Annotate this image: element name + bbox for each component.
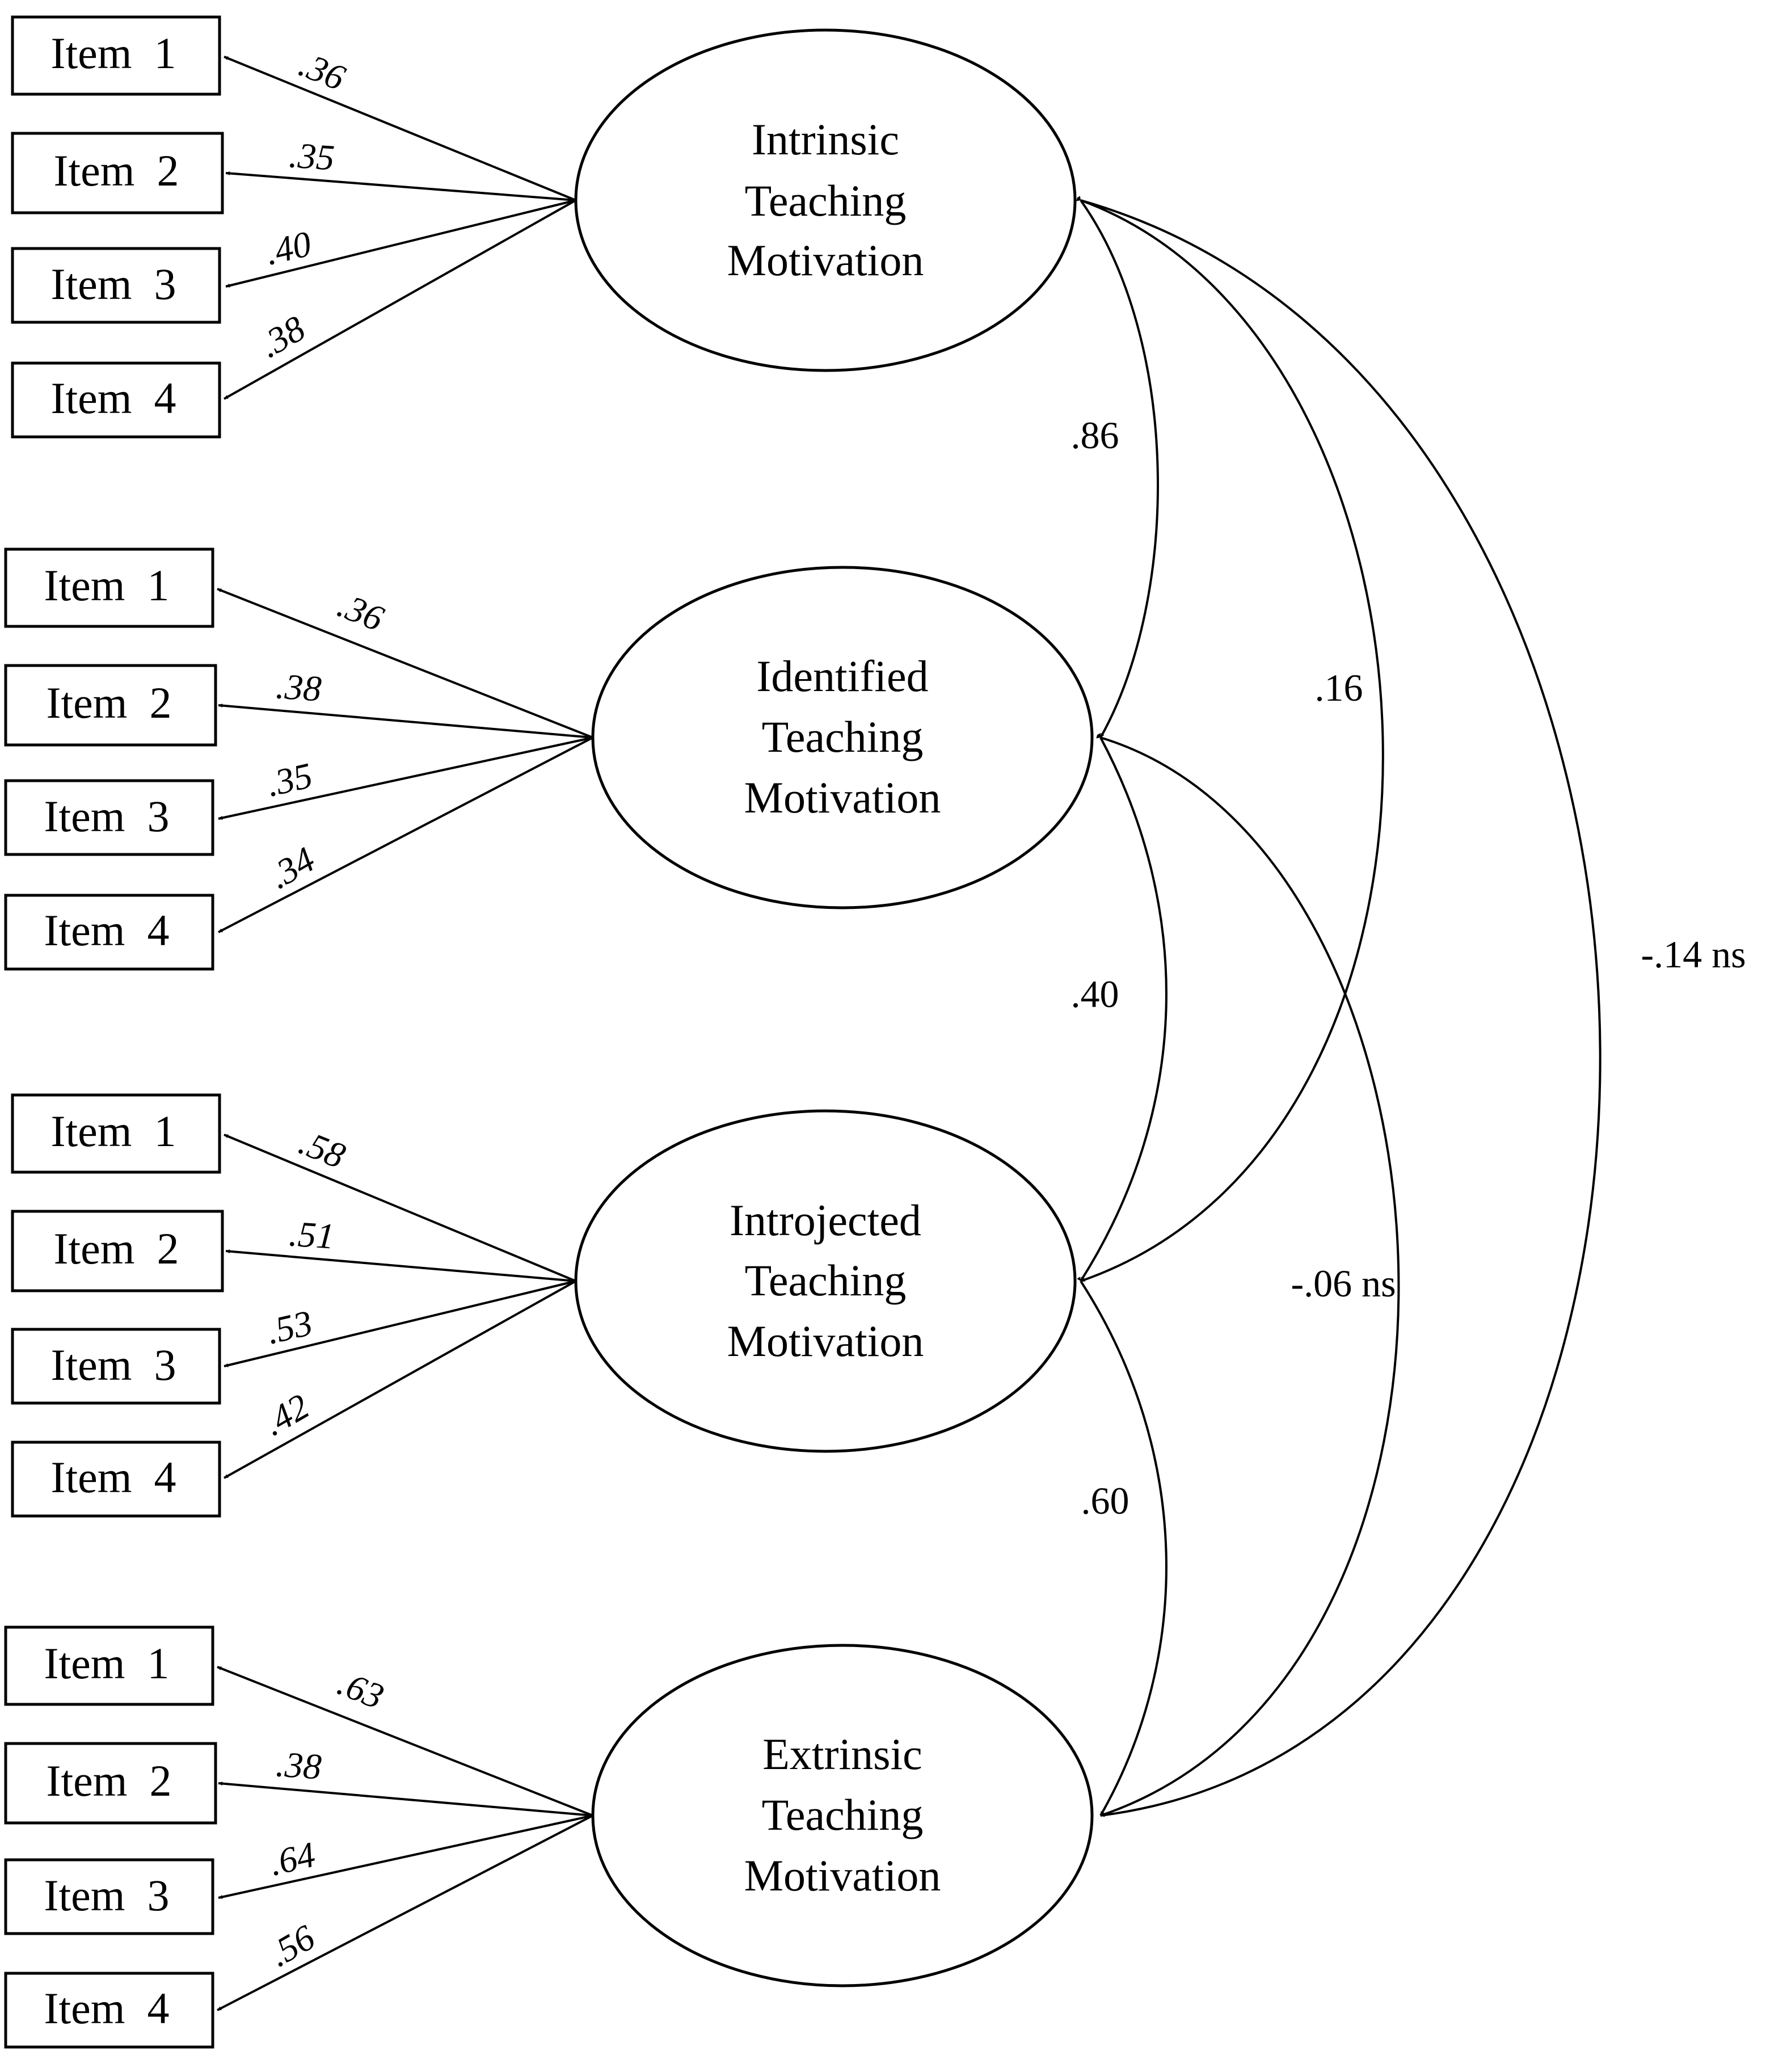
factor-ellipse xyxy=(574,28,1077,372)
loading-label: .34 xyxy=(262,839,322,896)
item-label: Item 2 xyxy=(54,146,179,195)
item-label: Item 2 xyxy=(47,1756,172,1805)
loading-label: .42 xyxy=(256,1386,316,1443)
correlation-curve-intrinsic-identified xyxy=(1077,196,1159,738)
factor-ellipse xyxy=(574,1109,1077,1453)
item-label: Item 3 xyxy=(44,1871,170,1920)
item-label: Item 1 xyxy=(51,1106,176,1156)
item-box-1 xyxy=(11,1093,221,1174)
loading-arrow-item-2 xyxy=(218,704,593,739)
factor-label-line: Motivation xyxy=(744,1851,941,1900)
factor-label-line: Introjected xyxy=(730,1195,921,1245)
loading-arrows xyxy=(224,56,576,400)
item-box-3 xyxy=(4,779,214,856)
item-box-1 xyxy=(11,15,221,96)
factor-label-line: Motivation xyxy=(744,773,941,822)
loading-arrow-item-4 xyxy=(224,199,576,400)
item-label: Item 3 xyxy=(44,791,170,841)
loading-arrow-item-1 xyxy=(217,1666,593,1817)
factor-group-extrinsic: Item 1 Item 2 Item 3 Item 4 .63 .38 .64 … xyxy=(4,1625,1094,2049)
loading-arrows xyxy=(224,1134,576,1479)
item-box-4 xyxy=(11,361,221,439)
item-box-3 xyxy=(11,1328,221,1405)
correlation-label: .16 xyxy=(1315,666,1363,709)
item-label: Item 2 xyxy=(54,1224,179,1273)
correlation-label: .60 xyxy=(1081,1479,1129,1522)
loading-arrow-item-4 xyxy=(218,736,593,933)
item-box-2 xyxy=(4,664,217,747)
factor-group-intrinsic: Item 1 Item 2 Item 3 Item 4 .36 .35 .40 … xyxy=(11,15,1077,439)
correlation-curve-intrinsic-introjected xyxy=(1076,197,1384,1282)
item-box-4 xyxy=(11,1441,221,1518)
item-box-4 xyxy=(4,894,214,971)
loading-arrow-item-1 xyxy=(224,56,576,201)
item-label: Item 1 xyxy=(44,1639,170,1688)
item-box-1 xyxy=(4,548,214,628)
factor-label-line: Intrinsic xyxy=(752,115,899,164)
item-label: Item 1 xyxy=(44,561,170,610)
loading-label: .38 xyxy=(252,308,312,365)
loading-label: .35 xyxy=(263,755,316,804)
loading-label: .51 xyxy=(288,1213,336,1256)
factor-group-identified: Item 1 Item 2 Item 3 Item 4 .36 .38 .35 … xyxy=(4,548,1094,971)
loading-arrows xyxy=(217,588,593,933)
factor-label-line: Teaching xyxy=(745,176,907,225)
factor-label-line: Teaching xyxy=(762,1790,924,1839)
loading-arrow-item-3 xyxy=(225,199,576,288)
factor-label-line: Teaching xyxy=(762,712,924,761)
item-box-2 xyxy=(11,132,224,214)
correlation-label: -.14 ns xyxy=(1641,933,1746,976)
item-box-3 xyxy=(11,247,221,324)
item-box-1 xyxy=(4,1625,214,1706)
loading-label: .64 xyxy=(265,1834,319,1883)
correlation-curve-identified-extrinsic xyxy=(1096,734,1400,1817)
factor-group-introjected: Item 1 Item 2 Item 3 Item 4 .58 .51 .53 … xyxy=(11,1093,1077,1518)
correlation-label: .86 xyxy=(1071,414,1119,457)
factor-label-line: Motivation xyxy=(727,235,924,285)
correlation-label: .40 xyxy=(1071,972,1119,1016)
factor-label-line: Teaching xyxy=(745,1256,907,1305)
correlation-curve-introjected-extrinsic xyxy=(1077,1277,1168,1816)
item-box-2 xyxy=(11,1210,224,1292)
loading-arrow-item-4 xyxy=(217,1814,593,2011)
factor-label-line: Motivation xyxy=(727,1316,924,1366)
factor-label-line: Identified xyxy=(756,651,928,701)
loading-label: .36 xyxy=(332,584,390,639)
correlation-curve-identified-introjected xyxy=(1080,733,1168,1282)
item-label: Item 4 xyxy=(44,906,170,955)
item-box-2 xyxy=(4,1742,217,1825)
item-label: Item 3 xyxy=(51,259,176,309)
loading-arrow-item-1 xyxy=(217,588,593,739)
loading-label: .40 xyxy=(262,223,315,272)
loading-arrow-item-3 xyxy=(218,1814,593,1899)
loading-arrow-item-4 xyxy=(224,1280,576,1479)
loading-arrow-item-2 xyxy=(225,1249,576,1282)
loading-label: .63 xyxy=(332,1662,390,1717)
loading-label: .38 xyxy=(275,666,323,709)
loading-label: .56 xyxy=(262,1917,322,1974)
correlation-label: -.06 ns xyxy=(1291,1262,1396,1305)
item-box-3 xyxy=(4,1858,214,1935)
item-label: Item 2 xyxy=(47,678,172,727)
item-label: Item 4 xyxy=(51,1452,176,1502)
loading-arrow-item-3 xyxy=(218,736,593,820)
loading-arrows xyxy=(217,1666,593,2011)
loading-label: .38 xyxy=(275,1743,323,1787)
loading-arrow-item-3 xyxy=(224,1280,576,1367)
factor-label-line: Extrinsic xyxy=(762,1729,922,1779)
loading-arrow-item-2 xyxy=(225,171,576,201)
item-label: Item 1 xyxy=(51,28,176,78)
item-label: Item 3 xyxy=(51,1340,176,1389)
item-label: Item 4 xyxy=(51,373,176,423)
correlation-curves xyxy=(1076,196,1601,1817)
correlation-curve-intrinsic-extrinsic xyxy=(1076,197,1601,1817)
loading-label: .53 xyxy=(263,1302,316,1351)
loading-label: .35 xyxy=(288,134,336,178)
item-label: Item 4 xyxy=(44,1983,170,2033)
item-box-4 xyxy=(4,1972,214,2049)
loading-label: .36 xyxy=(294,44,351,98)
loading-arrow-item-1 xyxy=(224,1134,576,1282)
loading-arrow-item-2 xyxy=(218,1782,593,1817)
